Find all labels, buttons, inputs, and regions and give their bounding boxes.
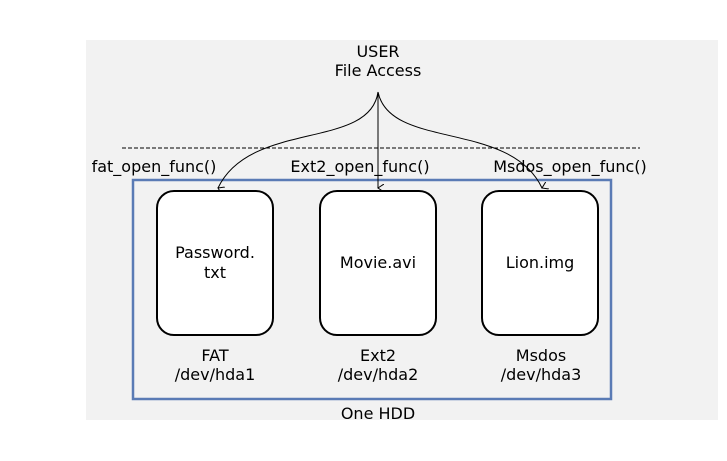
file-access-title: File Access: [334, 61, 422, 80]
function-label-ext2: Ext2_open_func(): [290, 157, 430, 176]
arrow-to-fat: [218, 91, 379, 188]
hdd-outline: [131, 178, 613, 401]
file-name-movie: Movie.avi: [339, 253, 417, 272]
partition-label-msdos: Msdos /dev/hda3: [481, 346, 601, 384]
function-label-msdos: Msdos_open_func(): [493, 157, 647, 176]
fs-name: FAT: [201, 346, 229, 365]
file-name-line: txt: [203, 263, 226, 282]
file-box-lion: Lion.img: [481, 190, 599, 336]
fs-name: Ext2: [359, 346, 397, 365]
function-label-fat: fat_open_func(): [91, 157, 217, 176]
file-box-password: Password. txt: [156, 190, 274, 336]
user-label: USER File Access: [318, 42, 438, 80]
file-name-line: Password.: [175, 243, 255, 262]
device-name: /dev/hda2: [337, 365, 419, 384]
hdd-label: One HDD: [340, 404, 416, 423]
device-name: /dev/hda3: [500, 365, 582, 384]
file-name-lion: Lion.img: [505, 253, 575, 272]
arrow-to-msdos: [377, 91, 542, 188]
file-name-password: Password. txt: [175, 243, 255, 283]
device-name: /dev/hda1: [174, 365, 256, 384]
partition-label-ext2: Ext2 /dev/hda2: [318, 346, 438, 384]
fs-name: Msdos: [515, 346, 567, 365]
file-box-movie: Movie.avi: [319, 190, 437, 336]
partition-label-fat: FAT /dev/hda1: [155, 346, 275, 384]
user-title: USER: [356, 42, 400, 61]
